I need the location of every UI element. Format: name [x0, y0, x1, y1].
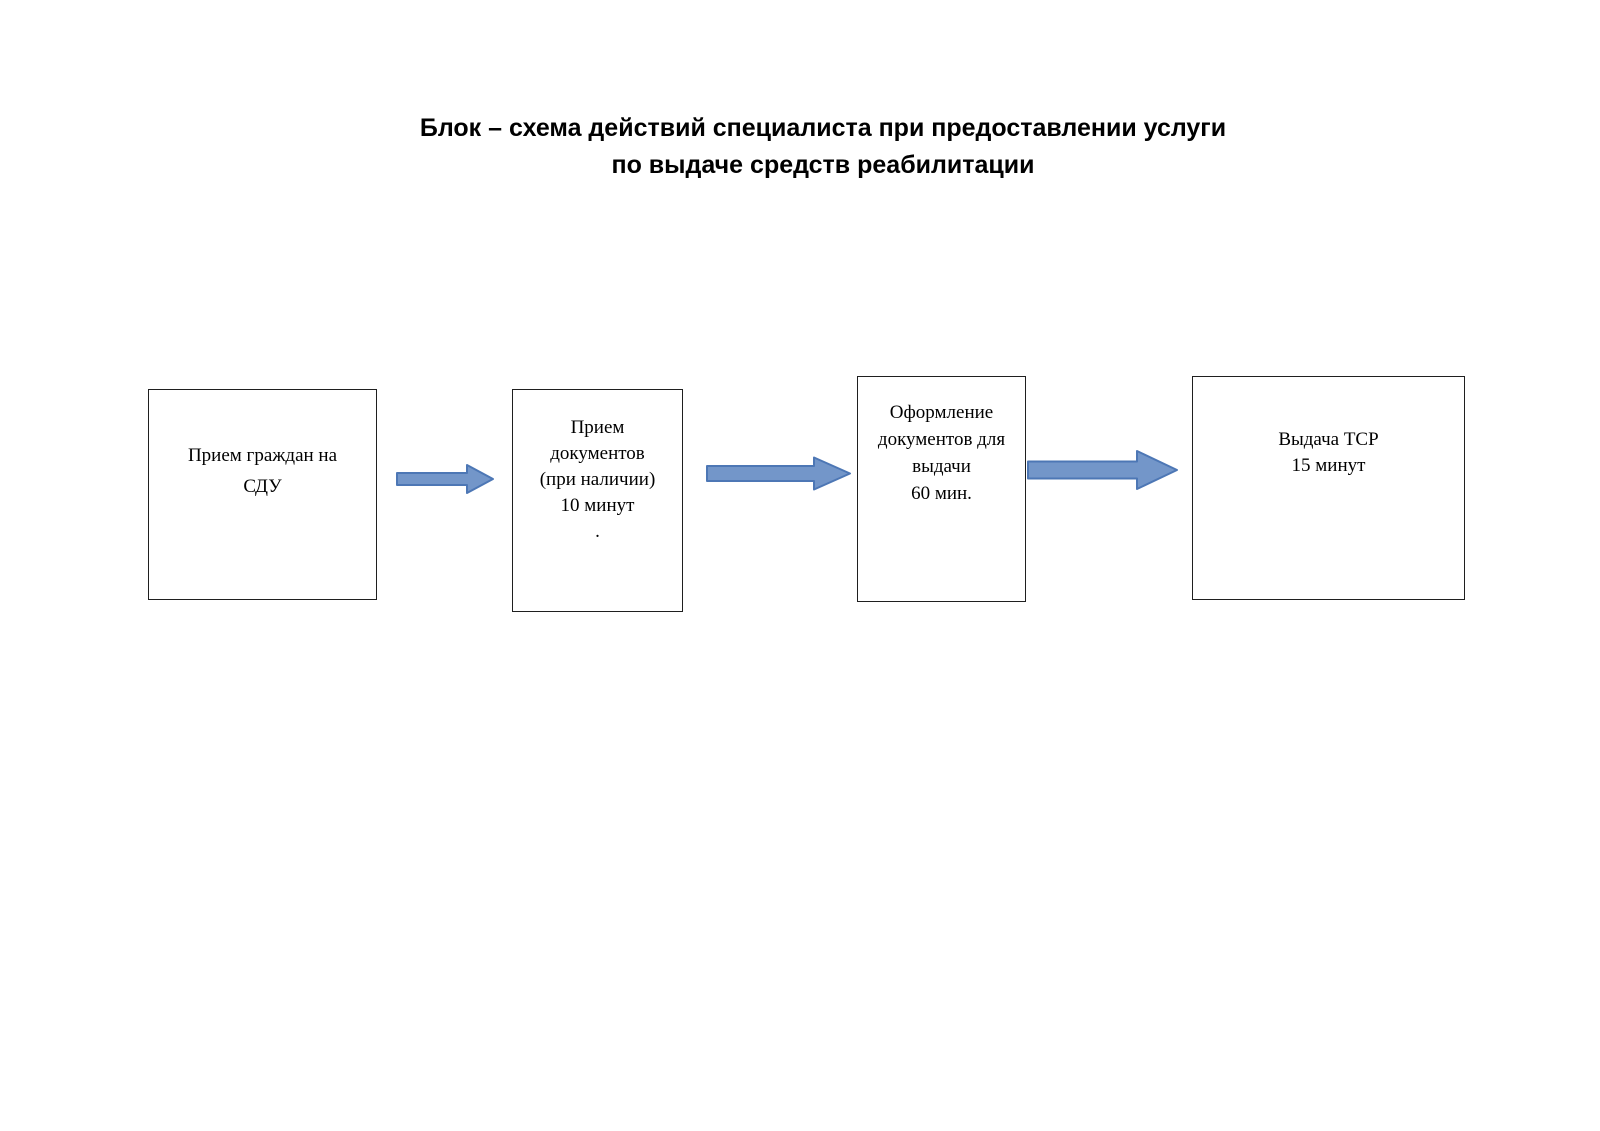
right-arrow-icon [706, 456, 851, 491]
flow-node-documents-intake-label: Прием документов (при наличии) 10 минут … [539, 417, 656, 542]
diagram-title-line1: Блок – схема действий специалиста при пр… [419, 114, 1227, 142]
flow-node-reception: Прием граждан на СДУ [148, 389, 377, 600]
flow-node-documents-processing-label: Оформление документов для выдачи 60 мин. [877, 402, 1006, 504]
right-arrow-icon [396, 464, 494, 494]
flow-node-issuance-label: Выдача ТСР 15 минут [1278, 429, 1379, 476]
arrow-connector-2 [706, 456, 851, 491]
flow-node-documents-intake: Прием документов (при наличии) 10 минут … [512, 389, 683, 612]
right-arrow-icon [1027, 450, 1178, 490]
flow-node-reception-label: Прием граждан на СДУ [187, 445, 338, 497]
flow-node-documents-processing: Оформление документов для выдачи 60 мин. [857, 376, 1026, 602]
arrow-connector-3 [1027, 450, 1178, 490]
arrow-connector-1 [396, 464, 494, 494]
flow-node-issuance: Выдача ТСР 15 минут [1192, 376, 1465, 600]
diagram-title: Блок – схема действий специалиста при пр… [23, 110, 1600, 184]
diagram-title-line2: по выдаче средств реабилитации [611, 151, 1035, 179]
